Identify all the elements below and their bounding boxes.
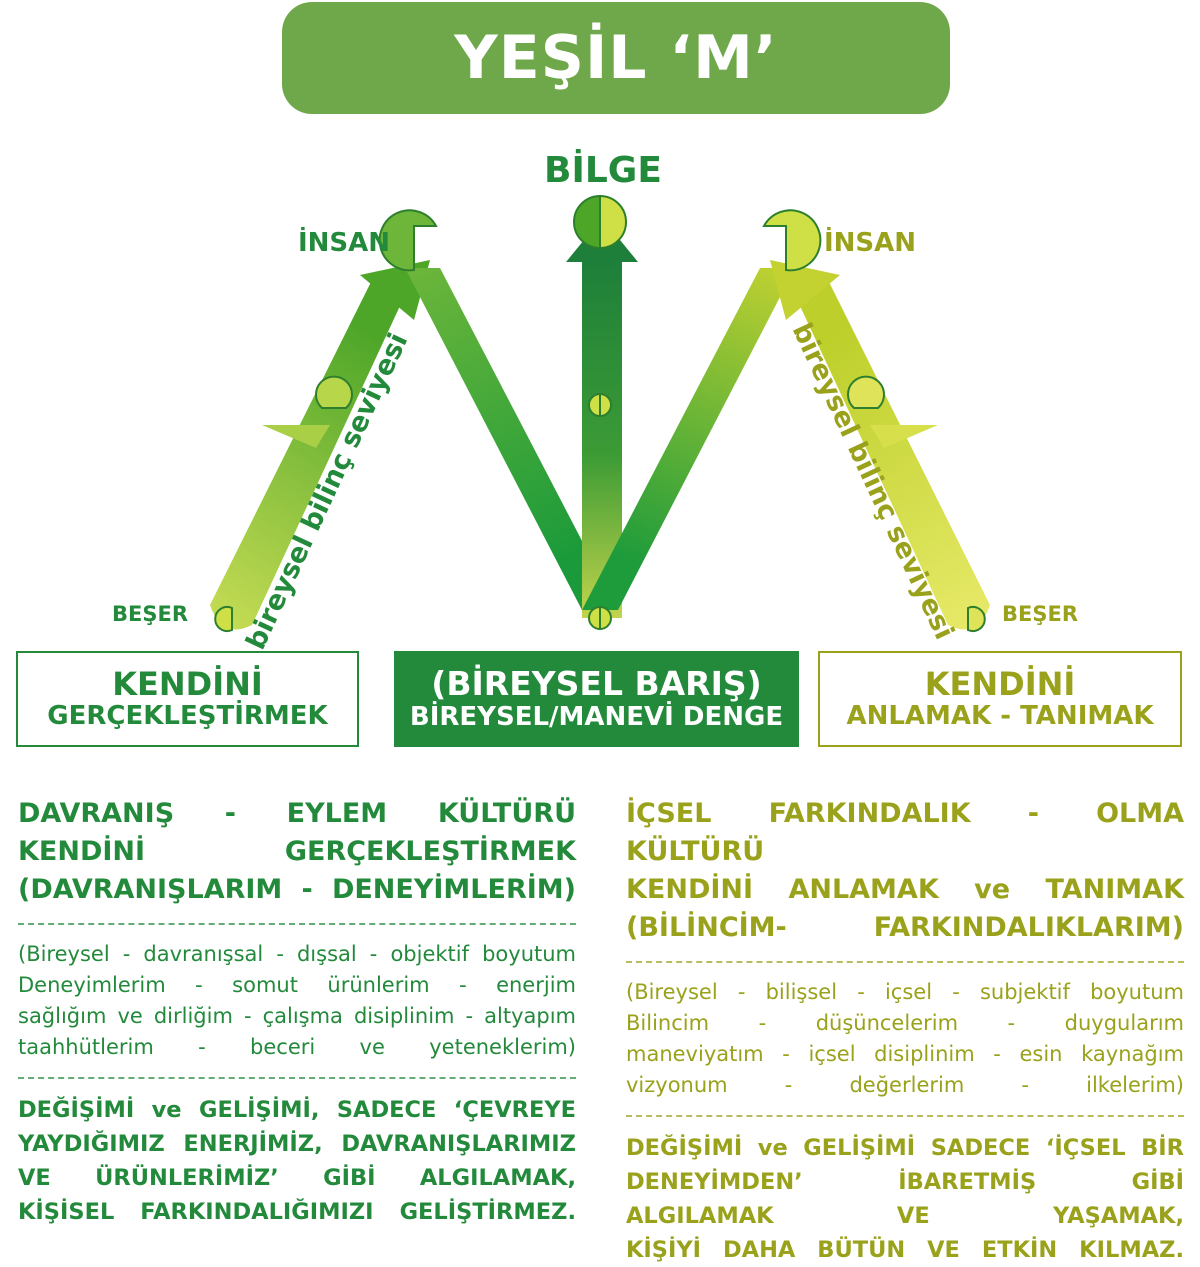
left-body: (Bireysel - davranışsal - dışsal - objek… — [18, 939, 576, 1063]
left-box-line2: GERÇEKLEŞTİRMEK — [47, 701, 328, 732]
left-closing-line: DEĞİŞİMİ ve GELİŞİMİ, SADECE ‘ÇEVREYE — [18, 1097, 576, 1123]
right-heading-line: KENDİNİ ANLAMAK ve TANIMAK — [626, 874, 1184, 905]
right-body-line: Bilincim - düşüncelerim - duygularım — [626, 1011, 1184, 1035]
left-rising-arm — [210, 260, 430, 630]
right-arm-notch — [870, 425, 938, 448]
right-arm-marker — [847, 375, 885, 409]
right-divider — [626, 961, 1184, 963]
left-closing-line: KİŞİSEL FARKINDALIĞIMIZI GELİŞTİRMEZ. — [18, 1199, 576, 1225]
center-box: (BİREYSEL BARIŞ) BİREYSEL/MANEVİ DENGE — [394, 651, 799, 747]
right-divider — [626, 1115, 1184, 1117]
left-column: DAVRANIŞ - EYLEM KÜLTÜRÜ KENDİNİ GERÇEKL… — [18, 795, 576, 1229]
right-closing-line: KİŞİYİ DAHA BÜTÜN VE ETKİN KILMAZ. — [626, 1237, 1184, 1263]
left-heading-line: DAVRANIŞ - EYLEM KÜLTÜRÜ — [18, 798, 576, 829]
right-rising-band — [788, 280, 990, 630]
page-title: YEŞİL ‘M’ — [454, 23, 778, 93]
right-rising-arm — [770, 260, 990, 630]
top-label: BİLGE — [544, 150, 662, 191]
right-base-label: BEŞER — [1002, 602, 1078, 626]
left-body-line: (Bireysel - davranışsal - dışsal - objek… — [18, 942, 576, 966]
green-m-diagram: bireysel bilinç seviyesi bireysel bilinç… — [210, 194, 990, 650]
center-mid-marker — [588, 393, 612, 417]
left-heading-line: KENDİNİ GERÇEKLEŞTİRMEK — [18, 836, 576, 867]
left-closing-line: VE ÜRÜNLERİMİZ’ GİBİ ALGILAMAK, — [18, 1165, 576, 1191]
right-box-line2: ANLAMAK - TANIMAK — [846, 701, 1154, 732]
center-box-line1: (BİREYSEL BARIŞ) — [431, 664, 762, 704]
left-divider — [18, 1077, 576, 1079]
right-box: KENDİNİ ANLAMAK - TANIMAK — [818, 651, 1182, 747]
right-closing: DEĞİŞİMİ ve GELİŞİMİ SADECE ‘İÇSEL BİR D… — [626, 1131, 1184, 1267]
left-closing: DEĞİŞİMİ ve GELİŞİMİ, SADECE ‘ÇEVREYE YA… — [18, 1093, 576, 1229]
left-arm-notch — [262, 425, 330, 448]
right-peak-marker — [762, 209, 822, 272]
left-divider — [18, 923, 576, 925]
right-closing-line: DEĞİŞİMİ ve GELİŞİMİ SADECE ‘İÇSEL BİR — [626, 1135, 1184, 1161]
left-body-line: Deneyimlerim - somut ürünlerim - enerjim — [18, 973, 576, 997]
right-body-line: (Bireysel - bilişsel - içsel - subjektif… — [626, 980, 1184, 1004]
right-column: İÇSEL FARKINDALIK - OLMA KÜLTÜRÜ KENDİNİ… — [626, 795, 1184, 1267]
left-descending-arm — [405, 268, 618, 610]
left-base-label: BEŞER — [112, 602, 188, 626]
right-body-line: vizyonum - değerlerim - ilkelerim) — [626, 1073, 1184, 1097]
right-closing-line: DENEYİMDEN’ İBARETMİŞ GİBİ — [626, 1169, 1184, 1195]
center-base-marker — [588, 606, 612, 630]
right-closing-line: ALGILAMAK VE YAŞAMAK, — [626, 1203, 1184, 1229]
right-base-marker — [967, 606, 986, 632]
right-arm-caption: bireysel bilinç seviyesi — [786, 318, 960, 644]
left-box: KENDİNİ GERÇEKLEŞTİRMEK — [16, 651, 359, 747]
left-arm-marker — [315, 375, 353, 409]
left-heading: DAVRANIŞ - EYLEM KÜLTÜRÜ KENDİNİ GERÇEKL… — [18, 795, 576, 909]
right-body: (Bireysel - bilişsel - içsel - subjektif… — [626, 977, 1184, 1101]
right-peak-arrowhead — [770, 260, 840, 320]
right-heading-line: İÇSEL FARKINDALIK - OLMA KÜLTÜRÜ — [626, 798, 1184, 867]
left-rising-band — [210, 280, 412, 630]
right-body-line: maneviyatım - içsel disiplinim - esin ka… — [626, 1042, 1184, 1066]
left-heading-line: (DAVRANIŞLARIM - DENEYİMLERİM) — [18, 874, 576, 905]
right-peak-label: İNSAN — [824, 228, 917, 258]
right-heading-line: (BİLİNCİM- FARKINDALIKLARIM) — [626, 912, 1184, 943]
right-heading: İÇSEL FARKINDALIK - OLMA KÜLTÜRÜ KENDİNİ… — [626, 795, 1184, 947]
center-box-line2: BİREYSEL/MANEVİ DENGE — [409, 702, 784, 733]
left-closing-line: YAYDIĞIMIZ ENERJİMİZ, DAVRANIŞLARIMIZ — [18, 1131, 576, 1157]
left-base-marker — [214, 606, 233, 632]
top-circle-marker — [573, 194, 627, 250]
left-box-line1: KENDİNİ — [112, 664, 263, 703]
left-peak-marker — [378, 209, 438, 272]
left-body-line: sağlığım ve dirliğim - çalışma disiplini… — [18, 1004, 576, 1028]
left-peak-label: İNSAN — [298, 228, 391, 258]
title-banner: YEŞİL ‘M’ — [282, 2, 950, 114]
right-descending-arm — [582, 268, 795, 610]
right-box-line1: KENDİNİ — [924, 664, 1076, 703]
left-body-line: taahhütlerim - beceri ve yeteneklerim) — [18, 1035, 576, 1059]
